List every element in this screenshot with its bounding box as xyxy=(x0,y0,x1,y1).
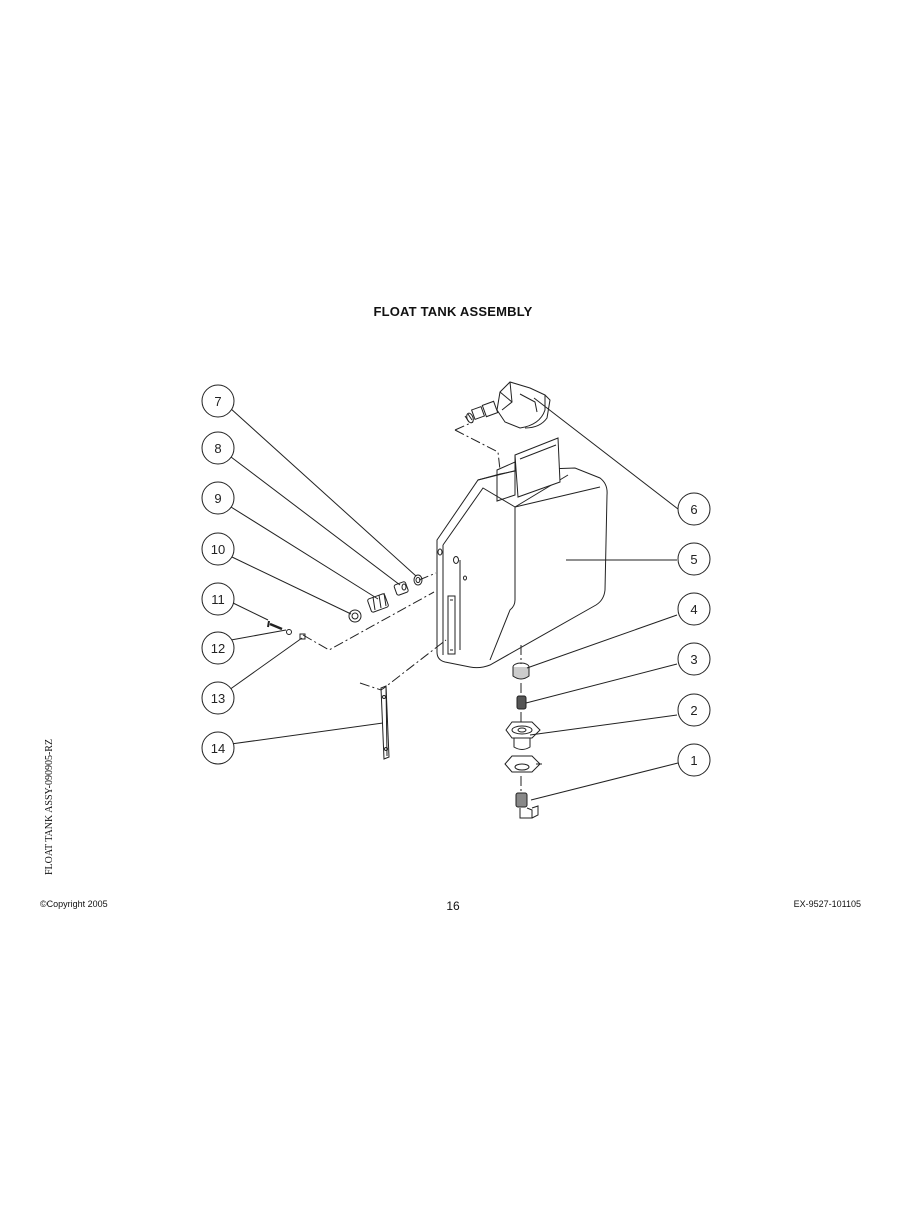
callout-6: 6 xyxy=(677,492,711,526)
washer-part-12 xyxy=(286,629,292,635)
callout-13: 13 xyxy=(201,681,235,715)
callout-leaders xyxy=(228,397,679,801)
diagram-title: FLOAT TANK ASSEMBLY xyxy=(373,304,533,319)
bracket-part-14 xyxy=(380,685,390,760)
float-tank-body xyxy=(436,437,608,669)
callout-7-label: 7 xyxy=(214,394,221,409)
callout-1: 1 xyxy=(677,743,711,777)
callout-5-label: 5 xyxy=(690,552,697,567)
fitting-part-7 xyxy=(413,574,423,586)
assembly-center-lines xyxy=(302,421,522,793)
callout-14-label: 14 xyxy=(211,741,225,756)
callout-10: 10 xyxy=(201,532,235,566)
callout-13-label: 13 xyxy=(211,691,225,706)
document-code: EX-9527-101105 xyxy=(793,899,861,909)
callout-4: 4 xyxy=(677,592,711,626)
callout-10-label: 10 xyxy=(211,542,225,557)
callout-7: 7 xyxy=(201,384,235,418)
callout-4-label: 4 xyxy=(690,602,697,617)
grommet-part-4 xyxy=(512,662,530,680)
callout-9: 9 xyxy=(201,481,235,515)
callout-14: 14 xyxy=(201,731,235,765)
copyright-notice: ©Copyright 2005 xyxy=(40,899,108,909)
callout-9-label: 9 xyxy=(214,491,221,506)
callout-11-label: 11 xyxy=(211,592,225,607)
callout-12-label: 12 xyxy=(211,641,225,656)
callout-5: 5 xyxy=(677,542,711,576)
callout-11: 11 xyxy=(201,582,235,616)
callout-8: 8 xyxy=(201,431,235,465)
callout-6-label: 6 xyxy=(690,502,697,517)
callout-3-label: 3 xyxy=(690,652,697,667)
float-valve-part-6 xyxy=(464,381,551,429)
page-number: 16 xyxy=(446,899,460,913)
fitting-part-10 xyxy=(348,609,362,623)
callout-2: 2 xyxy=(677,693,711,727)
callout-1-label: 1 xyxy=(690,753,697,768)
callout-3: 3 xyxy=(677,642,711,676)
callout-8-label: 8 xyxy=(214,441,221,456)
spring-part-3 xyxy=(516,695,527,710)
fitting-part-9 xyxy=(367,592,389,613)
screw-part-11 xyxy=(267,620,283,631)
nut-part-13 xyxy=(299,633,306,640)
elbow-fitting-part-1 xyxy=(515,792,539,819)
fitting-part-8 xyxy=(393,581,409,596)
callout-2-label: 2 xyxy=(690,703,697,718)
fitting-part-2 xyxy=(504,721,542,773)
callout-12: 12 xyxy=(201,631,235,665)
